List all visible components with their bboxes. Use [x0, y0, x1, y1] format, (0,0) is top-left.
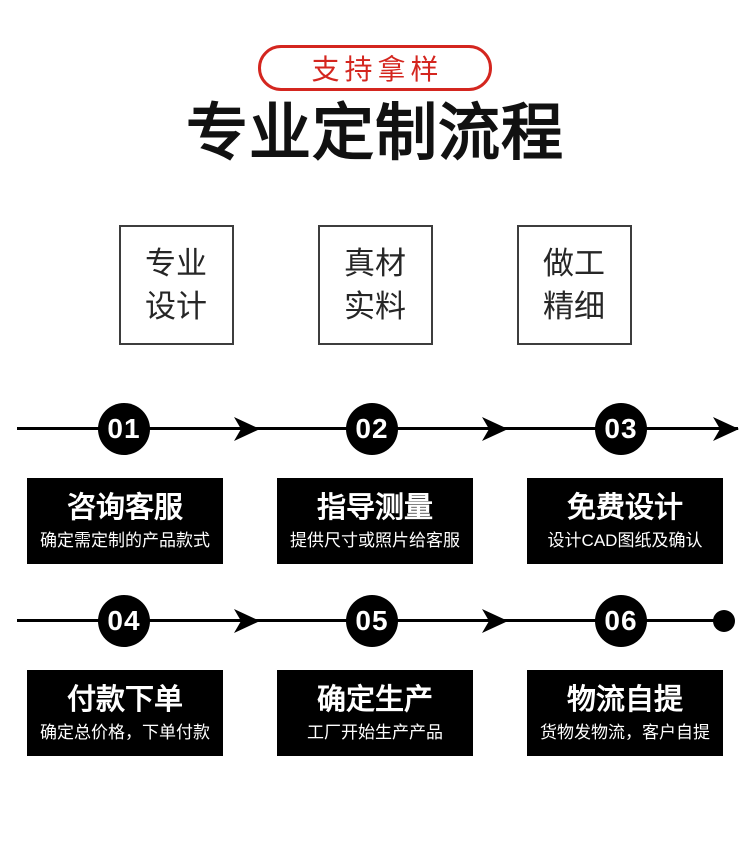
arrow-right-icon: [713, 417, 739, 441]
step-card-title: 免费设计: [566, 492, 683, 524]
step-circle-05: 05: [346, 595, 398, 647]
step-number: 06: [604, 605, 638, 636]
step-card-free-design: 免费设计 设计CAD图纸及确认: [527, 478, 723, 564]
step-card-production: 确定生产 工厂开始生产产品: [277, 670, 473, 756]
page-title: 专业定制流程: [185, 99, 564, 168]
arrow-right-icon: [482, 609, 508, 633]
flow-end-dot: [713, 610, 735, 632]
step-number: 02: [355, 413, 389, 444]
step-card-desc: 工厂开始生产产品: [307, 723, 443, 742]
step-card-payment: 付款下单 确定总价格，下单付款: [27, 670, 223, 756]
feature-box-design: 专业 设计: [118, 225, 234, 345]
feature-box-materials: 真材 实料: [317, 225, 433, 345]
step-card-desc: 确定总价格，下单付款: [40, 723, 210, 742]
sample-support-badge: 支持拿样: [258, 45, 492, 91]
sample-support-badge-label: 支持拿样: [311, 54, 444, 85]
step-circle-02: 02: [346, 403, 398, 455]
step-number: 03: [604, 413, 638, 444]
step-circle-03: 03: [595, 403, 647, 455]
step-card-logistics: 物流自提 货物发物流，客户自提: [527, 670, 723, 756]
feature-boxes: 专业 设计 真材 实料 做工 精细: [0, 225, 750, 345]
step-card-title: 付款下单: [66, 684, 183, 716]
feature-line: 专业: [145, 246, 207, 281]
arrow-right-icon: [234, 609, 260, 633]
process-flow-row-1: 01 02 03: [0, 403, 750, 455]
arrow-right-icon: [234, 417, 260, 441]
step-circle-01: 01: [98, 403, 150, 455]
feature-line: 实料: [344, 289, 406, 324]
feature-line: 做工: [543, 246, 605, 281]
step-circle-04: 04: [98, 595, 150, 647]
step-card-title: 咨询客服: [66, 492, 183, 524]
feature-line: 精细: [543, 289, 605, 324]
step-card-desc: 提供尺寸或照片给客服: [290, 531, 460, 550]
step-card-title: 指导测量: [316, 492, 433, 524]
step-cards-row-1: 咨询客服 确定需定制的产品款式 指导测量 提供尺寸或照片给客服 免费设计 设计C…: [0, 478, 750, 564]
process-flow-row-2: 04 05 06: [0, 595, 750, 647]
feature-line: 设计: [145, 289, 207, 324]
step-card-title: 确定生产: [316, 684, 433, 716]
step-card-measure: 指导测量 提供尺寸或照片给客服: [277, 478, 473, 564]
step-number: 04: [107, 605, 141, 636]
step-card-desc: 设计CAD图纸及确认: [547, 531, 703, 550]
step-cards-row-2: 付款下单 确定总价格，下单付款 确定生产 工厂开始生产产品 物流自提 货物发物流…: [0, 670, 750, 756]
step-card-consult: 咨询客服 确定需定制的产品款式: [27, 478, 223, 564]
step-number: 01: [107, 413, 141, 444]
step-circle-06: 06: [595, 595, 647, 647]
feature-line: 真材: [344, 246, 406, 281]
arrow-right-icon: [482, 417, 508, 441]
feature-box-workmanship: 做工 精细: [516, 225, 632, 345]
step-number: 05: [355, 605, 389, 636]
step-card-title: 物流自提: [566, 684, 683, 716]
step-card-desc: 确定需定制的产品款式: [40, 531, 210, 550]
step-card-desc: 货物发物流，客户自提: [540, 723, 710, 742]
